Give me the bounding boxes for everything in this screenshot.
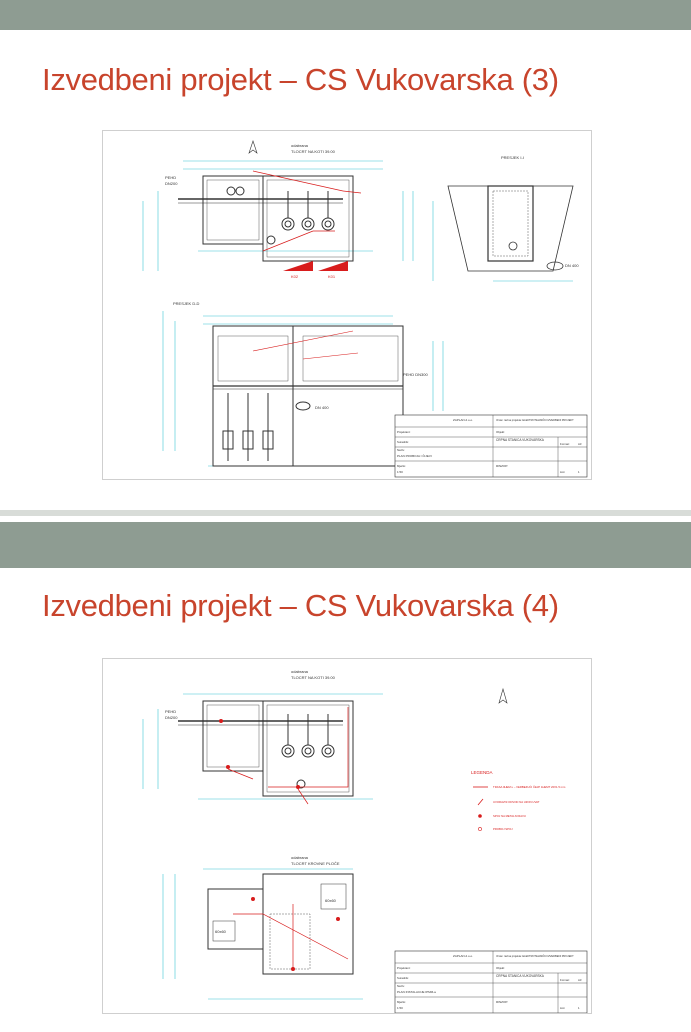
legend-item-2: UVORAVNI ODVOD NA UZON UVAT: [493, 800, 540, 804]
tb-rinzop: RINZOP:: [496, 464, 508, 468]
title-block: ZAPLAN d.o.o. Vrsta i razina projekta: E…: [394, 414, 588, 478]
tb-format: A3: [578, 978, 582, 982]
red-earthing-lines: [227, 707, 349, 805]
tb-scale: 1:50: [397, 470, 403, 474]
tb-scale-label: Mjerilo:: [397, 464, 406, 468]
label-pehd: PEHD: [165, 709, 176, 714]
title-block: ZAPLAN d.o.o. Vrsta i razina projekta: E…: [394, 950, 588, 1014]
tb-format: A3: [578, 442, 582, 446]
tb-rinzop: RINZOP:: [496, 1000, 508, 1004]
tb-format-label: Format:: [560, 978, 570, 982]
tb-list-label: List:: [560, 1006, 565, 1010]
drawing-canvas: K02 K01 odabrana TLOCRT NA KOTI 39.00 PE…: [142, 140, 588, 478]
tb-scale-label: Mjerilo:: [397, 1000, 406, 1004]
label-pehd-dn300: PEHD DN300: [403, 372, 428, 377]
label-dim-2: 60x60: [215, 929, 227, 934]
legend-item-3: SPOJ NA METALNI RAVU: [493, 814, 526, 818]
tb-sheet-label: Naziv:: [397, 448, 405, 452]
tb-object-label: Objekt:: [496, 430, 505, 434]
tb-company: ZAPLAN d.o.o.: [453, 954, 473, 958]
slide-divider: [0, 510, 691, 516]
legend-title: LEGENDA: [471, 770, 493, 775]
label-dn200: DN200: [165, 715, 178, 720]
tb-company: ZAPLAN d.o.o.: [453, 418, 473, 422]
cyan-dimension-lines: [142, 160, 573, 467]
plan-roof: [207, 873, 354, 975]
tb-scale: 1:50: [397, 1006, 403, 1010]
section-i-i: [447, 185, 574, 272]
tb-object: CRPNA STANICA VUKOVARSKA: [496, 438, 545, 442]
tb-object: CRPNA STANICA VUKOVARSKA: [496, 974, 545, 978]
roof-note-1: odabrana: [291, 855, 309, 860]
red-annotations-top: [252, 170, 362, 252]
slide-header-bar: [0, 522, 691, 568]
red-roof-lines: [233, 904, 349, 969]
north-arrow: [498, 687, 508, 704]
tb-checked-label: Suradnik:: [397, 440, 409, 444]
red-hatches: [283, 261, 348, 271]
top-note-2: TLOCRT NA KOTI 39.00: [291, 675, 336, 680]
label-dim-1: 60x60: [325, 898, 337, 903]
technical-drawing: odabrana TLOCRT NA KOTI 39.00 PEHD DN200…: [102, 658, 592, 1014]
tb-list: 1: [578, 470, 580, 474]
label-k02: K02: [291, 274, 299, 279]
label-k01: K01: [328, 274, 336, 279]
legend-item-4: PROBOJ SPOJ: [493, 827, 513, 831]
tb-list-label: List:: [560, 470, 565, 474]
slide-header-bar: [0, 0, 691, 30]
tb-sheet-name: PLAN INSTALACIJE IPMM-a: [397, 990, 436, 994]
tb-project-type: Vrsta i razina projekta: ELEKTROTEHNIČKI…: [496, 417, 574, 422]
label-pehd: PEHD: [165, 175, 176, 180]
top-note-2: TLOCRT NA KOTI 39.00: [291, 149, 336, 154]
tb-format-label: Format:: [560, 442, 570, 446]
label-dn400-top: DN 400: [565, 263, 579, 268]
label-section-ii: PRESJEK I-I: [501, 155, 524, 160]
tb-project-type: Vrsta i razina projekta: ELEKTROTEHNIČKI…: [496, 953, 574, 958]
tb-object-label: Objekt:: [496, 966, 505, 970]
slide-3: Izvedbeni projekt – CS Vukovarska (3): [0, 0, 691, 516]
plan-top: [178, 175, 354, 262]
red-roof-markers: [251, 897, 340, 971]
tb-sheet-name: PLAN PROBOJA I ČIJEVI: [397, 453, 432, 458]
roof-note-2: TLOCRT KROVNE PLOČE: [291, 861, 340, 866]
red-annotations-dd: [252, 330, 359, 360]
slide-4: Izvedbeni projekt – CS Vukovarska (4): [0, 516, 691, 1032]
label-dn400-dd: DN 400: [315, 405, 329, 410]
red-markers: [219, 719, 300, 789]
label-dn200: DN200: [165, 181, 178, 186]
top-note-1: odabrana: [291, 669, 309, 674]
section-d-d: [212, 325, 404, 467]
tb-list: 1: [578, 1006, 580, 1010]
technical-drawing: K02 K01 odabrana TLOCRT NA KOTI 39.00 PE…: [102, 130, 592, 480]
tb-sheet-label: Naziv:: [397, 984, 405, 988]
drawing-canvas: odabrana TLOCRT NA KOTI 39.00 PEHD DN200…: [142, 669, 588, 1014]
legend: TRASA 0HEM u – VERBEZUĆI ČEJP 1HEMT 20X1…: [473, 784, 566, 831]
slide-title: Izvedbeni projekt – CS Vukovarska (4): [42, 588, 559, 623]
cyan-dimension-lines: [142, 693, 383, 1000]
tb-checked-label: Suradnik:: [397, 976, 409, 980]
top-note-1: odabrana: [291, 143, 309, 148]
label-section-dd: PRESJEK D-D: [173, 301, 200, 306]
slide-title: Izvedbeni projekt – CS Vukovarska (3): [42, 62, 559, 97]
north-arrow: [248, 140, 258, 154]
tb-designer-label: Projektant:: [397, 430, 411, 434]
legend-item-1: TRASA 0HEM u – VERBEZUĆI ČEJP 1HEMT 20X1…: [493, 784, 566, 789]
plan-top: [178, 700, 354, 797]
tb-designer-label: Projektant:: [397, 966, 411, 970]
